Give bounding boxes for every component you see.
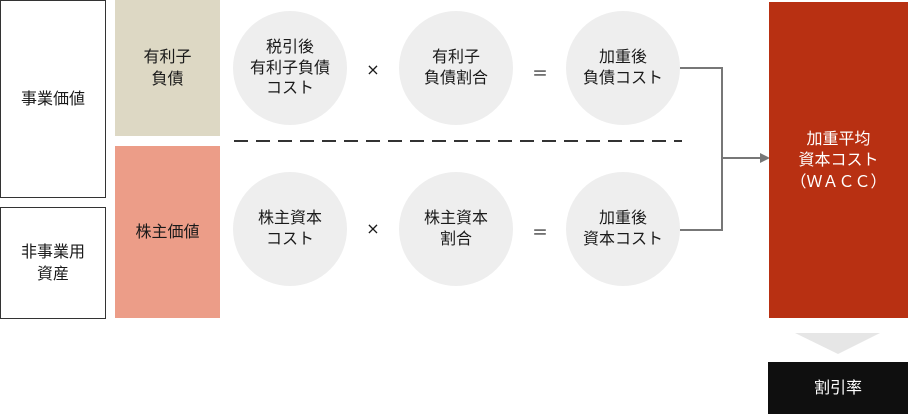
equals-sign: ＝ — [531, 223, 548, 242]
discount-rate-block: 割引率 — [768, 362, 908, 414]
non-business-assets-block: 非事業用 資産 — [0, 207, 106, 319]
equity-cost-circle: 株主資本 コスト — [233, 172, 347, 286]
debt-ratio-circle: 有利子 負債割合 — [399, 11, 513, 125]
arrow-head-icon — [760, 153, 770, 163]
equity-value-block: 株主価値 — [115, 146, 220, 318]
chevron-down-icon — [795, 333, 880, 354]
equals-sign: ＝ — [531, 64, 548, 83]
wacc-block: 加重平均 資本コスト （ＷＡＣＣ） — [769, 2, 908, 318]
equity-ratio-circle: 株主資本 割合 — [399, 172, 513, 286]
after-tax-debt-cost-circle: 税引後 有利子負債 コスト — [233, 11, 347, 125]
interest-bearing-debt-block: 有利子 負債 — [115, 0, 220, 136]
multiply-sign: × — [366, 60, 380, 79]
bracket-connector — [680, 67, 723, 231]
multiply-sign: × — [366, 219, 380, 238]
weighted-debt-cost-circle: 加重後 負債コスト — [566, 11, 680, 125]
weighted-equity-cost-circle: 加重後 資本コスト — [566, 172, 680, 286]
business-value-block: 事業価値 — [0, 0, 106, 198]
